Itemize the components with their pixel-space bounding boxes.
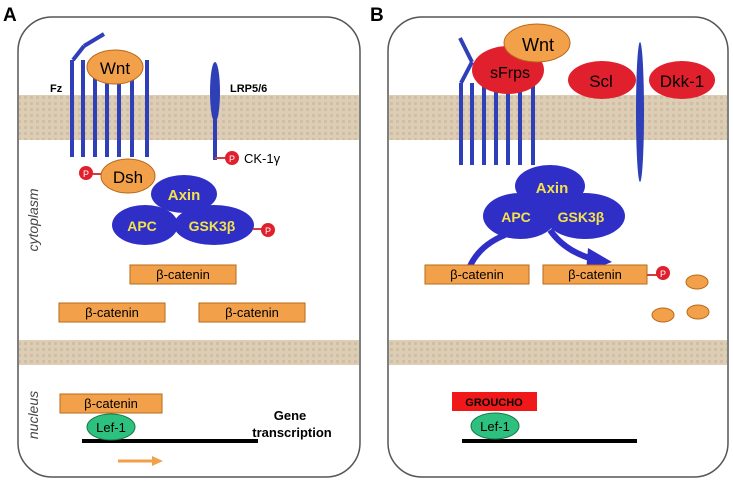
lrp-coreceptor bbox=[210, 62, 226, 160]
dkk1-protein bbox=[649, 61, 715, 99]
gsk3b-protein bbox=[174, 205, 254, 245]
beta-catenin-label: β-catenin bbox=[85, 305, 139, 320]
beta-catenin-label: β-catenin bbox=[84, 396, 138, 411]
degraded-fragment bbox=[686, 304, 710, 320]
transcription-arrow-icon bbox=[118, 456, 163, 466]
lef1-label: Lef-1 bbox=[96, 420, 126, 435]
plasma-membrane bbox=[389, 95, 727, 140]
beta-catenin-box bbox=[198, 302, 306, 323]
axin-label: Axin bbox=[168, 187, 201, 204]
axin-protein bbox=[515, 165, 585, 207]
panel-b: B Wnt sFrps Scl Dkk-1 Axin A bbox=[370, 5, 729, 478]
frizzled-receptor bbox=[70, 32, 149, 157]
lrp-coreceptor bbox=[636, 42, 644, 182]
nuclear-membrane bbox=[19, 340, 359, 365]
apc-label: APC bbox=[127, 218, 157, 234]
scl-label: Scl bbox=[589, 72, 613, 91]
transcription-label: transcription bbox=[252, 425, 332, 440]
beta-catenin-label: β-catenin bbox=[450, 267, 504, 282]
beta-catenin-label: β-catenin bbox=[156, 267, 210, 282]
axin-protein bbox=[151, 175, 217, 213]
lrp-label: LRP5/6 bbox=[230, 83, 267, 95]
axin-label: Axin bbox=[536, 180, 569, 197]
wnt-label: Wnt bbox=[100, 59, 131, 78]
beta-catenin-label: β-catenin bbox=[568, 267, 622, 282]
beta-catenin-box bbox=[424, 264, 530, 285]
phospho-dsh-label: P bbox=[83, 169, 89, 179]
scl-protein bbox=[568, 61, 636, 99]
plasma-membrane bbox=[19, 95, 359, 140]
beta-catenin-box bbox=[58, 302, 166, 323]
lef1-label: Lef-1 bbox=[480, 419, 510, 434]
beta-catenin-box bbox=[129, 264, 237, 285]
degradation-arrow bbox=[467, 232, 507, 268]
panel-b-letter: B bbox=[370, 5, 384, 26]
sfrps-label: sFrps bbox=[490, 65, 530, 82]
phospho-gsk3b-label: P bbox=[265, 226, 271, 236]
phospho-gsk3b bbox=[261, 223, 275, 237]
lef1-protein bbox=[86, 413, 136, 441]
phospho-beta-catenin-label: P bbox=[660, 269, 666, 279]
ck1-label: CK-1γ bbox=[244, 151, 281, 166]
lef1-protein bbox=[470, 412, 520, 440]
groucho-label: GROUCHO bbox=[465, 397, 523, 409]
degraded-fragment bbox=[651, 307, 675, 323]
dsh-label: Dsh bbox=[113, 168, 143, 187]
gsk3b-label: GSK3β bbox=[558, 209, 605, 225]
degraded-fragment bbox=[685, 274, 709, 290]
dsh-protein bbox=[100, 158, 156, 194]
frizzled-receptor bbox=[458, 37, 535, 165]
beta-catenin-label: β-catenin bbox=[225, 305, 279, 320]
fz-label: Fz bbox=[50, 83, 63, 95]
gsk3b-label: GSK3β bbox=[189, 218, 236, 234]
wnt-ligand bbox=[503, 23, 571, 63]
groucho-box bbox=[452, 392, 537, 411]
apc-protein bbox=[112, 205, 178, 245]
phospho-beta-catenin bbox=[656, 266, 670, 280]
phospho-dsh bbox=[79, 166, 93, 180]
nucleus-label: nucleus bbox=[25, 391, 41, 439]
beta-catenin-box bbox=[59, 393, 163, 414]
apc-label: APC bbox=[501, 209, 531, 225]
phospho-ck1 bbox=[225, 151, 239, 165]
wnt-label: Wnt bbox=[522, 35, 554, 55]
phospho-ck1-label: P bbox=[229, 154, 235, 164]
panel-a: A Fz Wnt LRP5/6 P CK-1γ bbox=[3, 5, 361, 478]
panel-a-letter: A bbox=[3, 5, 17, 26]
wnt-ligand bbox=[86, 49, 144, 85]
dkk1-label: Dkk-1 bbox=[660, 72, 704, 91]
nuclear-membrane bbox=[389, 340, 727, 365]
cytoplasm-label: cytoplasm bbox=[25, 188, 41, 251]
gene-label: Gene bbox=[274, 408, 307, 423]
